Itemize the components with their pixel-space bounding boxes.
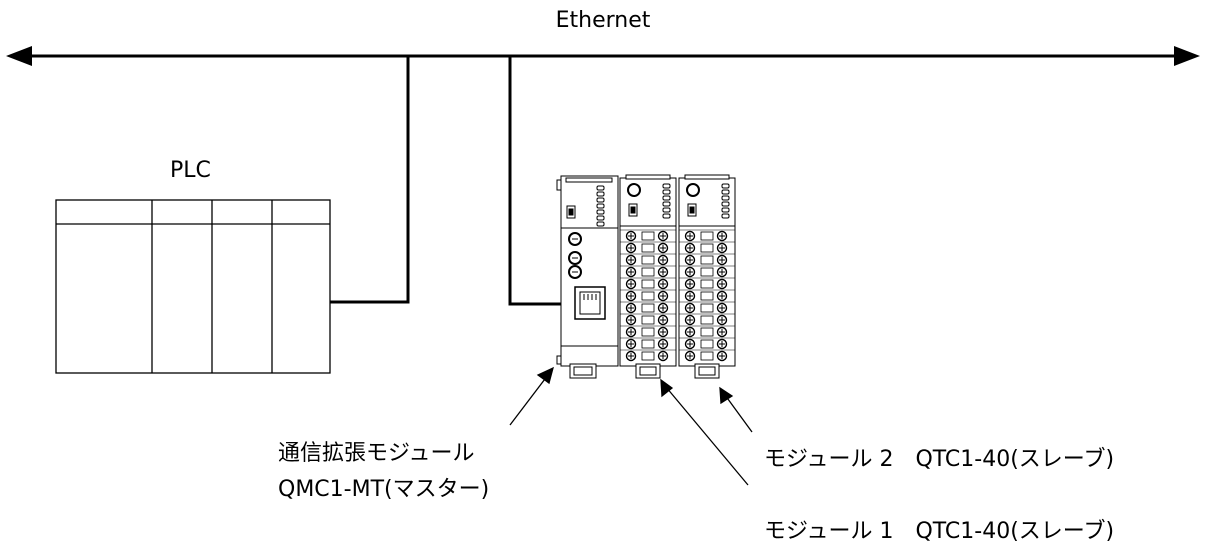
led-icon <box>662 195 671 201</box>
led-icon <box>721 201 730 207</box>
plc-unit <box>55 199 331 374</box>
dial-icon <box>686 183 700 197</box>
right-arrow-icon <box>1174 46 1200 66</box>
slave-module-2-label: モジュール 2 QTC1-40(スレーブ) <box>764 447 1115 472</box>
led-icon <box>662 201 671 207</box>
led-icon <box>721 189 730 195</box>
led-icon <box>721 207 730 213</box>
led-icon <box>721 183 730 189</box>
led-icon <box>662 183 671 189</box>
master-leader-line <box>509 374 549 426</box>
led-icon <box>662 189 671 195</box>
master-module-drawing <box>556 175 619 379</box>
ethernet-bus <box>6 46 1200 66</box>
master-leader-arrowhead <box>536 366 554 385</box>
slave-module-1-drawing <box>619 174 677 379</box>
rotary-switch-icon <box>568 232 582 279</box>
master-module-label-line1: 通信拡張モジュール <box>278 441 475 466</box>
slave-modules <box>619 174 736 379</box>
dial-icon <box>627 183 641 197</box>
leader-arrows <box>509 366 753 486</box>
ethernet-label: Ethernet <box>555 8 651 33</box>
plc-label: PLC <box>170 158 211 183</box>
plc-cable <box>330 56 410 304</box>
led-icon <box>721 213 730 219</box>
slave1-leader-line <box>665 386 749 486</box>
slave2-leader-line <box>724 394 753 433</box>
master-cable <box>508 56 578 306</box>
slave2-leader-arrowhead <box>719 386 734 405</box>
ethernet-port-icon <box>574 286 606 320</box>
slave-module-1-label: モジュール 1 QTC1-40(スレーブ) <box>764 519 1115 544</box>
master-led-column <box>596 185 605 227</box>
left-arrow-icon <box>6 46 32 66</box>
master-module-label-line2: QMC1-MT(マスター) <box>278 477 490 502</box>
led-icon <box>662 207 671 213</box>
led-icon <box>721 195 730 201</box>
slave1-leader-arrowhead <box>660 378 674 398</box>
led-icon <box>662 213 671 219</box>
slave-module-2-drawing <box>678 174 736 379</box>
